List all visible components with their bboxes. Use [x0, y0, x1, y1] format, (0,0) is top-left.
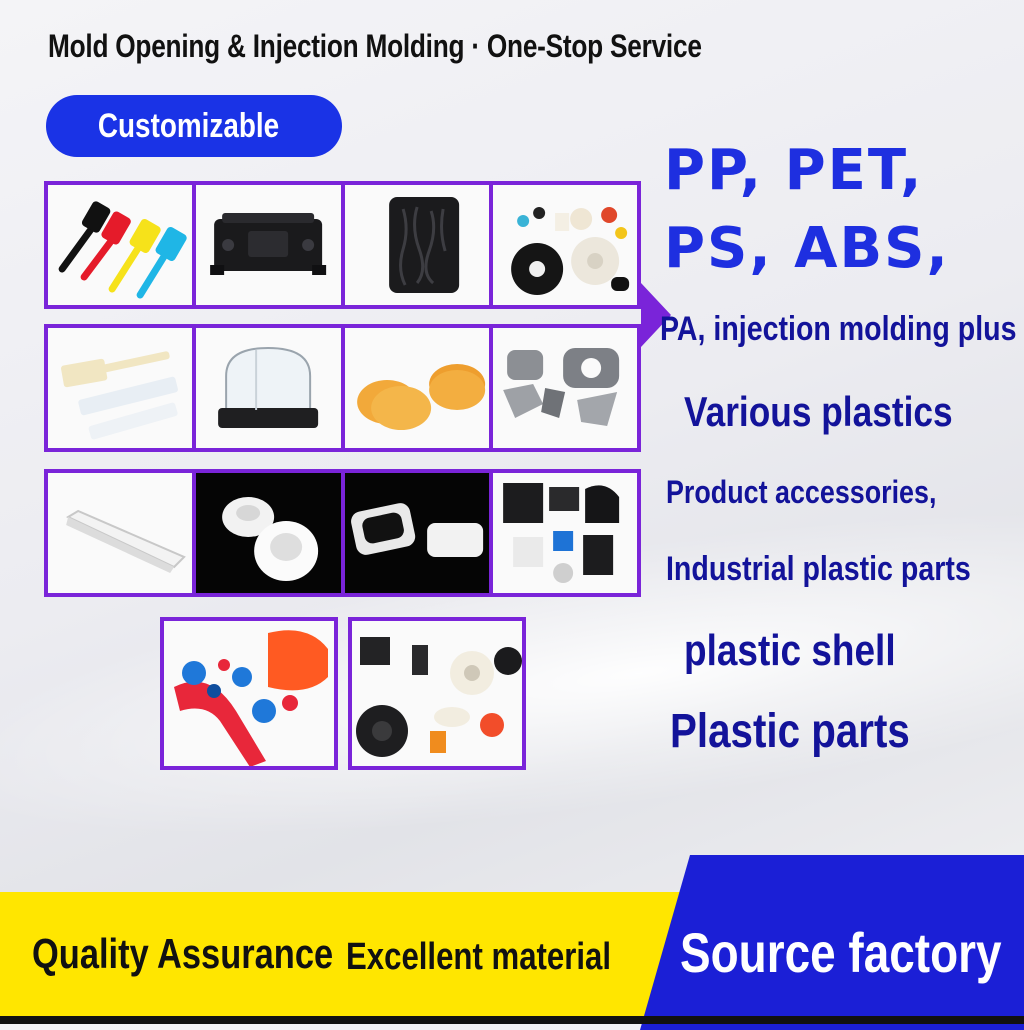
feature-industrial-parts: Industrial plastic parts [666, 550, 971, 588]
product-image-assortment[interactable] [492, 185, 637, 305]
footer-quality-assurance: Quality Assurance [32, 930, 334, 977]
white-caps-icon [222, 497, 319, 581]
colored-parts-icon [174, 630, 328, 766]
enclosure-icon [210, 213, 327, 275]
orange-discs-icon [356, 364, 485, 430]
gallery-row-3 [44, 469, 641, 597]
footer-bottom-line [0, 1016, 1024, 1024]
footer-blue-band [640, 855, 1024, 1030]
customizable-badge[interactable]: Customizable [46, 95, 342, 157]
arrow-pointer [641, 283, 671, 347]
product-image-colored-parts[interactable] [160, 617, 338, 770]
product-image-tray[interactable] [344, 185, 489, 305]
feature-plastic-shell: plastic shell [684, 626, 896, 675]
cream-spatula-icon [61, 351, 178, 440]
feature-product-accessories: Product accessories, [666, 474, 937, 510]
feature-various-plastics: Various plastics [684, 388, 953, 435]
gray-brackets-icon [502, 348, 619, 426]
customizable-badge-label: Customizable [98, 106, 280, 145]
product-image-clip-lid[interactable] [344, 473, 489, 593]
clip-lid-icon [350, 503, 483, 557]
gears-icon [356, 637, 522, 757]
gallery-row-2 [44, 324, 641, 452]
black-blocks-icon [502, 483, 619, 583]
feature-plastic-parts: Plastic parts [670, 705, 910, 758]
product-image-gears[interactable] [348, 617, 526, 770]
footer-source-factory: Source factory [680, 921, 1002, 984]
footer-excellent-material: Excellent material [346, 936, 612, 978]
product-image-orange-discs[interactable] [344, 328, 489, 448]
materials-line-1: PP, PET, [664, 138, 924, 203]
parts-assortment-icon [510, 207, 629, 295]
materials-line-2: PS, ABS, [664, 216, 950, 281]
product-image-spatulas[interactable] [48, 185, 193, 305]
page-title: Mold Opening & Injection Molding · One-S… [48, 28, 702, 64]
product-image-clear-dome[interactable] [196, 328, 341, 448]
clear-dome-icon [218, 346, 319, 428]
product-image-gray-brackets[interactable] [492, 328, 637, 448]
product-image-cream-spatula[interactable] [48, 328, 193, 448]
product-image-black-blocks[interactable] [492, 473, 637, 593]
tray-icon [388, 197, 459, 293]
product-image-white-caps[interactable] [196, 473, 341, 593]
feature-pa-injection: PA, injection molding plus [660, 310, 1017, 348]
white-wedge-icon [66, 509, 186, 573]
gallery-row-1 [44, 181, 641, 309]
spatula-icon [58, 201, 187, 299]
product-image-white-wedge[interactable] [48, 473, 193, 593]
product-image-enclosure[interactable] [196, 185, 341, 305]
